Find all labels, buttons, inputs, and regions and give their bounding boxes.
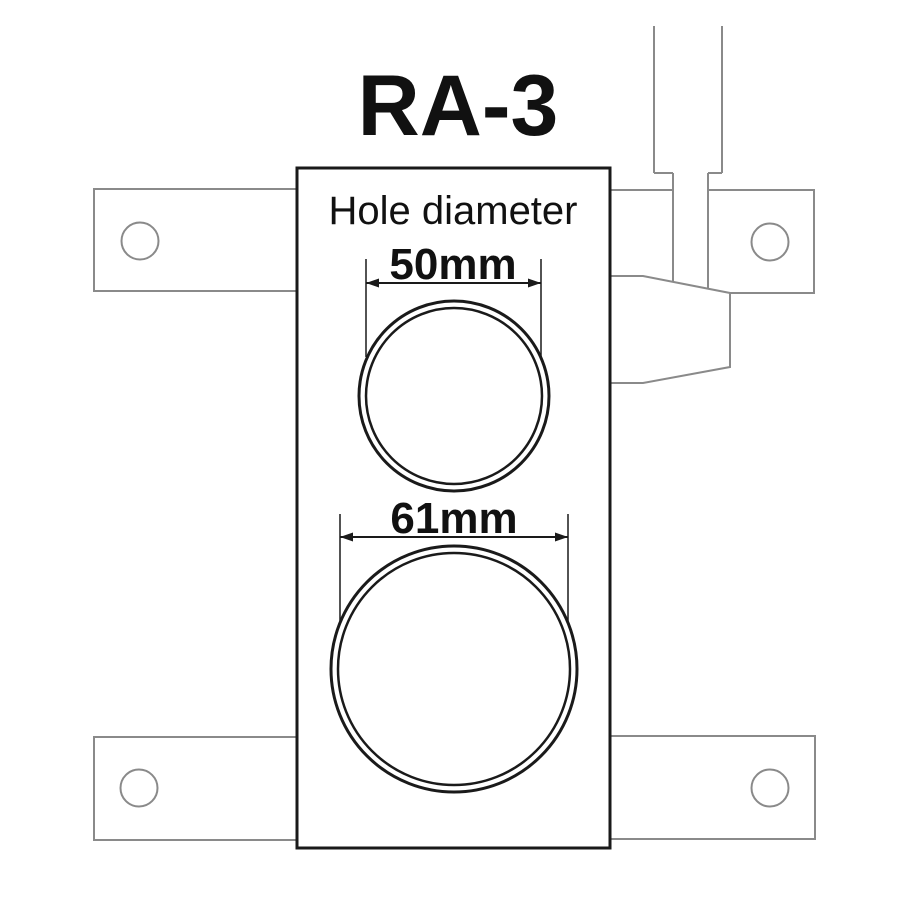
bracket-hole-bottom-right xyxy=(750,768,790,808)
hole-50mm-inner-ring xyxy=(364,306,544,486)
hole-50mm-outer-ring xyxy=(357,299,551,493)
mounting-hardware xyxy=(93,26,816,841)
dimension-50mm: 50mm xyxy=(365,240,542,357)
panel-heading: Hole diameter xyxy=(328,189,577,233)
dimension-61mm: 61mm xyxy=(339,494,569,623)
dimension-label-61mm: 61mm xyxy=(390,494,517,543)
dimension-label-50mm: 50mm xyxy=(389,240,516,289)
arrowhead-right-61mm xyxy=(555,532,568,542)
hole-61mm-inner-ring xyxy=(336,551,572,787)
arrowhead-left-61mm xyxy=(340,532,353,542)
mast-rod-body xyxy=(654,26,722,292)
hole-61mm-outer-ring xyxy=(329,544,579,794)
bracket-bottom-left xyxy=(93,736,303,841)
bracket-bottom-right xyxy=(607,735,816,840)
hole-61mm xyxy=(329,544,579,794)
product-title: RA-3 xyxy=(358,58,559,154)
hole-50mm xyxy=(357,299,551,493)
arrowhead-right-50mm xyxy=(528,278,541,288)
mast-rod-outline xyxy=(653,26,723,289)
arrowhead-left-50mm xyxy=(366,278,379,288)
bracket-hole-top-left xyxy=(120,221,160,261)
bracket-hole-bottom-left xyxy=(119,768,159,808)
extension-lines-61mm xyxy=(339,514,569,623)
nozzle-cone xyxy=(604,275,731,384)
bracket-top-left xyxy=(93,188,303,292)
bracket-hole-top-right xyxy=(750,222,790,262)
extension-lines-50mm xyxy=(365,259,542,357)
